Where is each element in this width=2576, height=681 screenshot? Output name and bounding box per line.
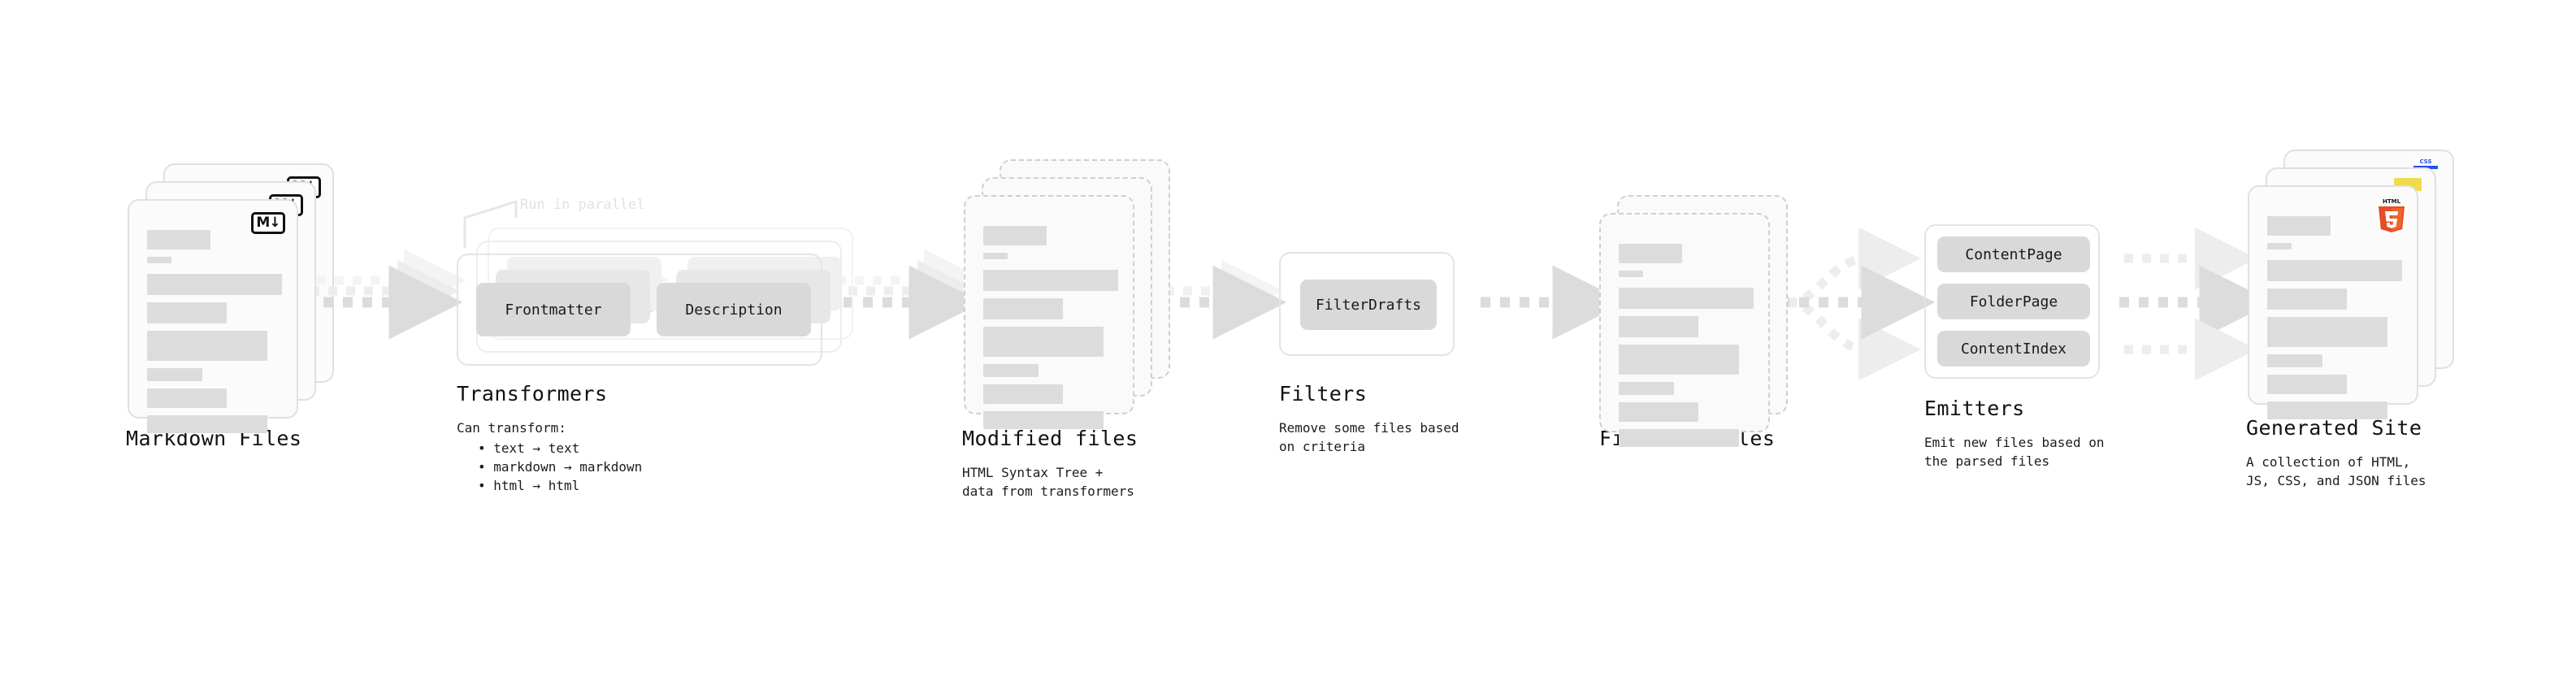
list-item: markdown → markdown xyxy=(466,458,642,476)
caption-subtitle-modified-files: HTML Syntax Tree + data from transformer… xyxy=(962,465,1134,500)
document-placeholder-lines xyxy=(147,230,282,440)
md-badge-icon: M↓ xyxy=(251,212,285,234)
caption-title-transformers: Transformers xyxy=(457,382,608,406)
run-in-parallel-label: Run in parallel xyxy=(520,197,645,213)
chip-frontmatter[interactable]: Frontmatter xyxy=(476,283,631,336)
document-card xyxy=(964,195,1134,429)
emitter-frame: ContentPage FolderPage ContentIndex xyxy=(1924,224,2100,379)
chip-contentindex[interactable]: ContentIndex xyxy=(1937,331,2090,367)
caption-subtitle-emitters: Emit new files based on the parsed files xyxy=(1924,435,2105,470)
caption-title-generated-site: Generated Site xyxy=(2246,416,2422,440)
document-placeholder-lines xyxy=(1619,244,1754,454)
document-card xyxy=(1599,213,1770,447)
transformer-frame: Frontmatter Description xyxy=(457,254,822,366)
filter-frame: FilterDrafts xyxy=(1279,252,1455,356)
document-card: M↓ xyxy=(128,199,298,433)
list-item: html → html xyxy=(466,476,642,495)
stage-generated-site: CSS HTML xyxy=(2248,150,2459,419)
list-item: text → text xyxy=(466,439,642,458)
caption-title-emitters: Emitters xyxy=(1924,397,2025,420)
run-in-parallel-bracket xyxy=(463,199,518,248)
chip-contentpage[interactable]: ContentPage xyxy=(1937,236,2090,272)
stage-filtered-files xyxy=(1599,195,1811,447)
document-placeholder-lines xyxy=(983,226,1118,436)
stage-modified-files xyxy=(964,159,1175,429)
chip-filterdrafts[interactable]: FilterDrafts xyxy=(1300,280,1437,330)
stage-markdown-files: M↓ M↓ M↓ xyxy=(128,163,339,433)
caption-subtitle-filters: Remove some files based on criteria xyxy=(1279,420,1459,455)
caption-title-modified-files: Modified files xyxy=(962,427,1138,450)
arrow-filtered-to-emitters xyxy=(1780,227,1936,381)
html5-badge-icon: HTML xyxy=(2376,197,2407,236)
arrow-modified-to-filters xyxy=(1141,259,1287,340)
caption-subtitle-transformers: Can transform: xyxy=(457,420,566,436)
chip-folderpage[interactable]: FolderPage xyxy=(1937,284,2090,319)
svg-text:HTML: HTML xyxy=(2383,198,2401,205)
chip-description[interactable]: Description xyxy=(657,283,811,336)
arrow-transformers-to-modified xyxy=(824,249,987,340)
caption-title-filters: Filters xyxy=(1279,382,1368,406)
caption-subtitle-generated-site: A collection of HTML, JS, CSS, and JSON … xyxy=(2246,454,2426,489)
arrow-emitters-to-site xyxy=(2119,227,2274,381)
arrow-md-to-transformers xyxy=(304,249,466,340)
document-placeholder-lines xyxy=(2267,216,2402,427)
transformer-capability-list: text → text markdown → markdown html → h… xyxy=(466,439,642,496)
document-card: HTML xyxy=(2248,185,2418,419)
